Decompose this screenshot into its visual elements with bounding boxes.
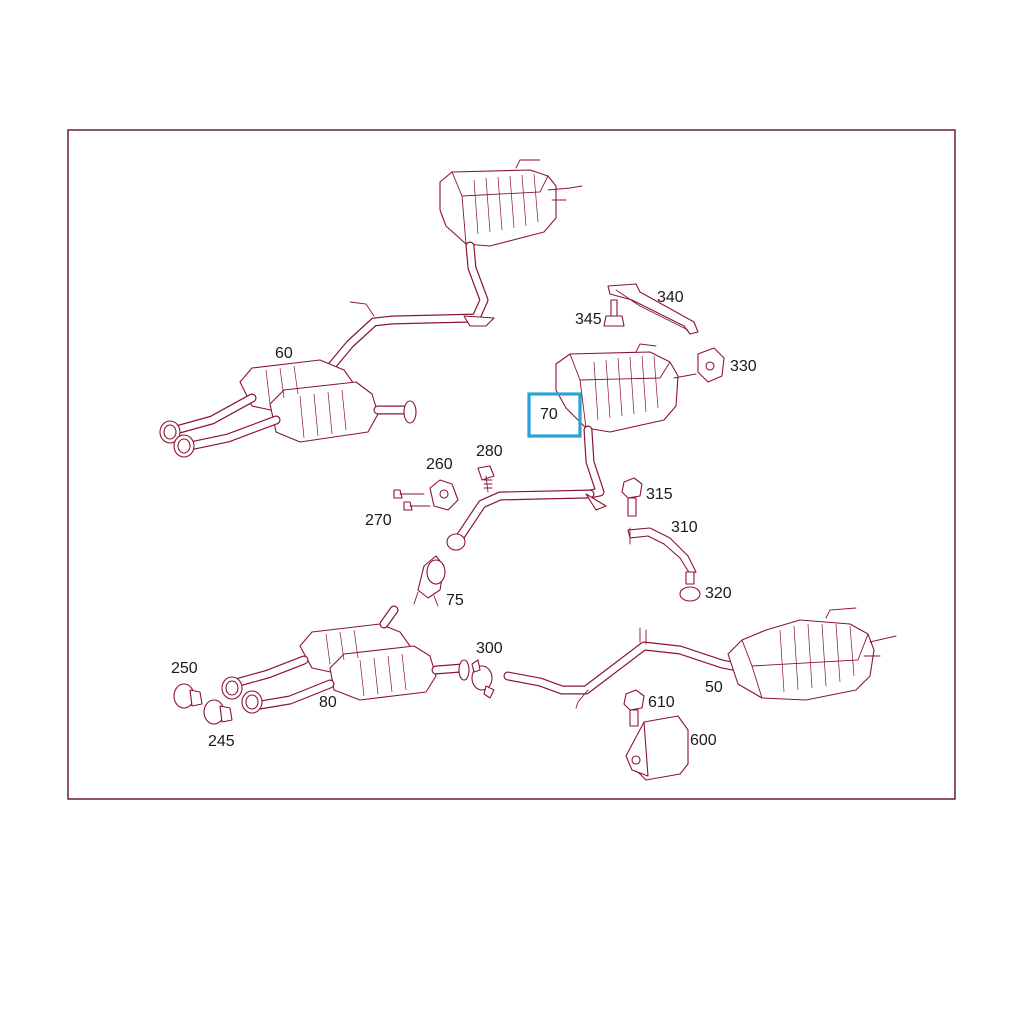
part-70-rear-muffler[interactable] [555,343,697,499]
part-345-bolt[interactable] [603,299,625,327]
part-75-connecting-pipe[interactable] [413,489,607,607]
part-250-clamp[interactable] [173,683,203,709]
part-600-mount[interactable] [625,715,689,781]
callout-310[interactable]: 310 [671,519,698,536]
callout-80[interactable]: 80 [319,694,337,711]
part-260-hanger[interactable] [429,479,459,511]
highlight-box-70 [527,392,582,438]
rear-muffler-upper [439,169,557,247]
callout-270[interactable]: 270 [365,512,392,529]
callout-245[interactable]: 245 [208,733,235,750]
callout-50[interactable]: 50 [705,679,723,696]
callout-345[interactable]: 345 [575,311,602,328]
callout-60[interactable]: 60 [275,345,293,362]
callout-340[interactable]: 340 [657,289,684,306]
callout-260[interactable]: 260 [426,456,453,473]
callout-330[interactable]: 330 [730,358,757,375]
part-80-front-muffler[interactable] [221,605,470,714]
callout-610[interactable]: 610 [648,694,675,711]
part-315-bolt[interactable] [621,477,643,517]
part-245-clamp[interactable] [203,699,233,725]
callout-labels: 60 340 345 330 70 260 280 270 315 310 32… [171,289,757,750]
part-330-rubber-mount[interactable] [697,347,725,383]
diagram-frame [67,129,956,800]
part-300-clamp[interactable] [471,659,495,699]
callout-250[interactable]: 250 [171,660,198,677]
callout-70[interactable]: 70 [540,406,558,423]
callout-75[interactable]: 75 [446,592,464,609]
part-270-bolts[interactable] [393,489,431,511]
part-320-rubber[interactable] [679,571,701,602]
part-280-stud[interactable] [477,465,495,493]
callout-320[interactable]: 320 [705,585,732,602]
part-50-rear-section[interactable] [503,607,897,709]
part-60-exhaust-assembly[interactable] [159,159,583,458]
callout-280[interactable]: 280 [476,443,503,460]
callout-315[interactable]: 315 [646,486,673,503]
callout-600[interactable]: 600 [690,732,717,749]
part-340-bracket[interactable] [607,283,699,335]
callout-300[interactable]: 300 [476,640,503,657]
part-610-bolt[interactable] [623,689,645,727]
